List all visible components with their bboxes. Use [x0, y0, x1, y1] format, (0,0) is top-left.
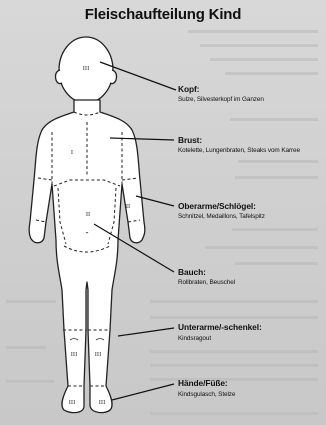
foot-right-grade-marker: III	[99, 400, 106, 406]
foot-left-grade-marker: III	[69, 400, 76, 406]
belly-grade-marker: II	[86, 212, 90, 218]
kopf-description: Sulze, Silvesterkopf im Ganzen	[178, 95, 264, 105]
hand-leader-line	[112, 384, 174, 400]
oberarme-description: Schnitzel, Medaillons, Tafelspitz	[178, 212, 265, 222]
chest-grade-marker: I	[71, 150, 73, 156]
oberarme-label: Oberarme/Schlögel:	[178, 201, 256, 211]
unterarme-label: Unterarme/-schenkel:	[178, 322, 262, 332]
kopf-label: Kopf:	[178, 84, 199, 94]
bauch-label: Bauch:	[178, 267, 206, 277]
brust-label: Brust:	[178, 135, 202, 145]
unterarme-description: Kindsragout	[178, 334, 211, 344]
lowerleg-right-grade-marker: III	[95, 352, 102, 358]
haende-label: Hände/Füße:	[178, 378, 228, 388]
lowerleg-left-grade-marker: III	[71, 352, 78, 358]
unterarm-leader-line	[118, 328, 174, 336]
haende-description: Kindsgulasch, Stelze	[178, 390, 235, 400]
upperarm-grade-marker: II	[126, 204, 130, 210]
bauch-description: Rollbraten, Beuschel	[178, 278, 235, 288]
head-grade-marker: III	[83, 66, 90, 72]
brust-description: Kotelette, Lungenbraten, Steaks vom Karr…	[178, 146, 318, 156]
